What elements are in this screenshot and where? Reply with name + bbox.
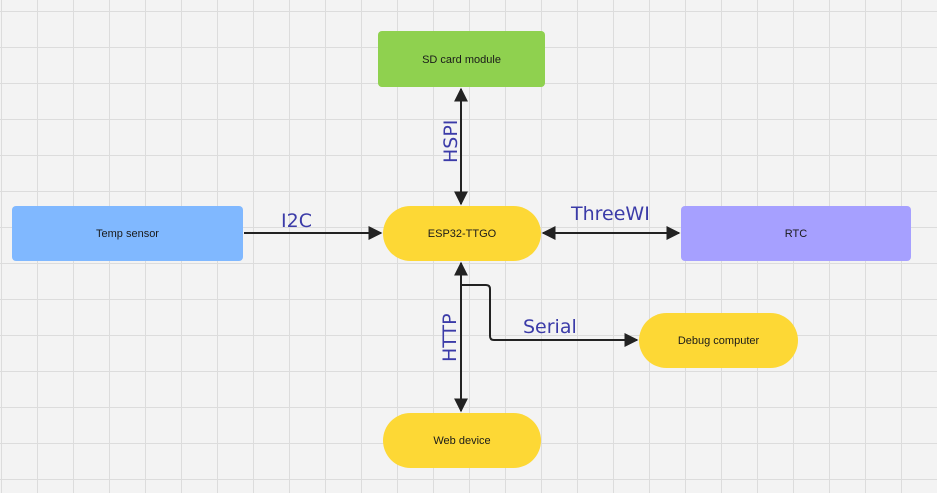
node-debug-computer-label: Debug computer xyxy=(678,335,760,347)
edge-label-threewire: ThreeWI xyxy=(570,203,650,225)
node-sd-card[interactable]: SD card module xyxy=(378,31,545,87)
edge-label-i2c: I2C xyxy=(281,210,312,232)
node-web-device[interactable]: Web device xyxy=(383,413,541,468)
node-rtc-label: RTC xyxy=(785,228,807,240)
node-sd-card-label: SD card module xyxy=(422,54,501,66)
node-temp-sensor-label: Temp sensor xyxy=(96,228,159,240)
node-temp-sensor-shape[interactable] xyxy=(12,206,243,261)
node-web-device-shape[interactable] xyxy=(383,413,541,468)
node-debug-computer-shape[interactable] xyxy=(639,313,798,368)
edges xyxy=(244,87,681,413)
node-esp32[interactable]: ESP32-TTGO xyxy=(383,206,541,261)
node-rtc[interactable]: RTC xyxy=(681,206,911,261)
edge-label-http: HTTP xyxy=(439,313,461,362)
node-esp32-label: ESP32-TTGO xyxy=(428,228,497,240)
edge-label-serial: Serial xyxy=(523,316,577,338)
edge-label-hspi: HSPI xyxy=(440,120,462,163)
edge-esp32-debug xyxy=(461,284,639,347)
node-temp-sensor[interactable]: Temp sensor xyxy=(12,206,243,261)
node-web-device-label: Web device xyxy=(433,435,490,447)
node-debug-computer[interactable]: Debug computer xyxy=(639,313,798,368)
node-sd-card-shape[interactable] xyxy=(378,31,545,87)
node-esp32-shape[interactable] xyxy=(383,206,541,261)
node-rtc-shape[interactable] xyxy=(681,206,911,261)
edge-labels: HSPI I2C ThreeWI Serial HTTP xyxy=(281,120,650,362)
